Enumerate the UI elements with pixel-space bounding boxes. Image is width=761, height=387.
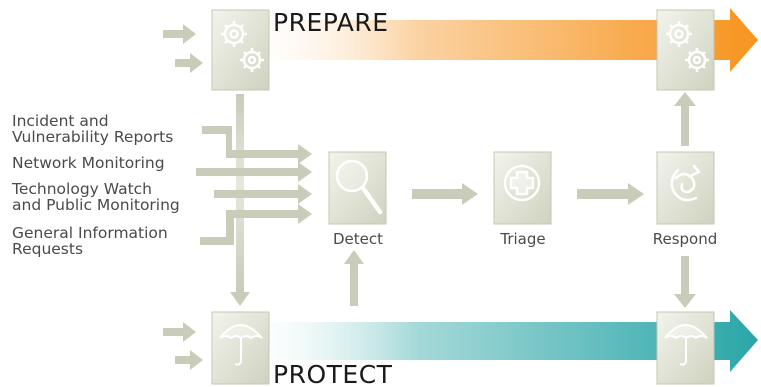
protect-to-detect-arrow (344, 250, 364, 306)
input-label-general: General Information Requests (12, 225, 168, 257)
prepare-title: PREPARE (273, 8, 389, 37)
magnifier-icon (335, 159, 383, 215)
input-label-line: Network Monitoring (12, 154, 165, 172)
input-label-line: Requests (12, 240, 84, 258)
input-label-line: Vulnerability Reports (12, 128, 174, 146)
respond-to-protect-arrow (674, 256, 696, 308)
umbrella-icon (219, 324, 263, 366)
prepare-box (211, 9, 270, 91)
prepare-input-arrow-2 (175, 53, 203, 73)
protect-input-arrow-1 (163, 322, 196, 342)
input-label-techwatch: Technology Watch and Public Monitoring (12, 181, 180, 213)
input-label-network: Network Monitoring (12, 155, 165, 171)
respond-to-prepare-arrow (674, 92, 696, 146)
gears-icon (221, 21, 264, 72)
input-arrow-network (196, 162, 312, 182)
triage-box (493, 151, 552, 225)
input-arrow-incident (202, 126, 312, 164)
triage-to-respond-arrow (577, 183, 644, 205)
triage-label: Triage (500, 230, 546, 248)
input-label-line: Technology Watch (12, 180, 153, 198)
input-label-line: Incident and (12, 112, 109, 130)
detect-box (328, 151, 387, 225)
input-label-incident: Incident and Vulnerability Reports (12, 113, 173, 145)
detect-label: Detect (332, 230, 384, 248)
protect-arrow (230, 310, 758, 372)
prepare-box-right (656, 9, 715, 91)
protect-box (211, 311, 270, 385)
protect-title: PROTECT (273, 360, 393, 387)
detect-to-triage-arrow (412, 183, 478, 205)
respond-box (656, 151, 715, 225)
prepare-input-arrow-1 (163, 24, 196, 44)
prepare-arrow (230, 8, 758, 72)
respond-label: Respond (652, 230, 718, 248)
medical-cross-icon (503, 164, 541, 202)
umbrella-icon (664, 324, 708, 366)
protect-input-arrow-2 (175, 350, 203, 370)
gears-icon (666, 21, 709, 72)
input-arrow-techwatch (214, 184, 312, 204)
prepare-to-protect-arrow (230, 94, 250, 306)
input-arrow-general (200, 204, 312, 245)
input-label-line: and Public Monitoring (12, 196, 180, 214)
input-label-line: General Information (12, 224, 168, 242)
protect-box-right (656, 311, 715, 385)
cycle-icon (670, 164, 701, 202)
